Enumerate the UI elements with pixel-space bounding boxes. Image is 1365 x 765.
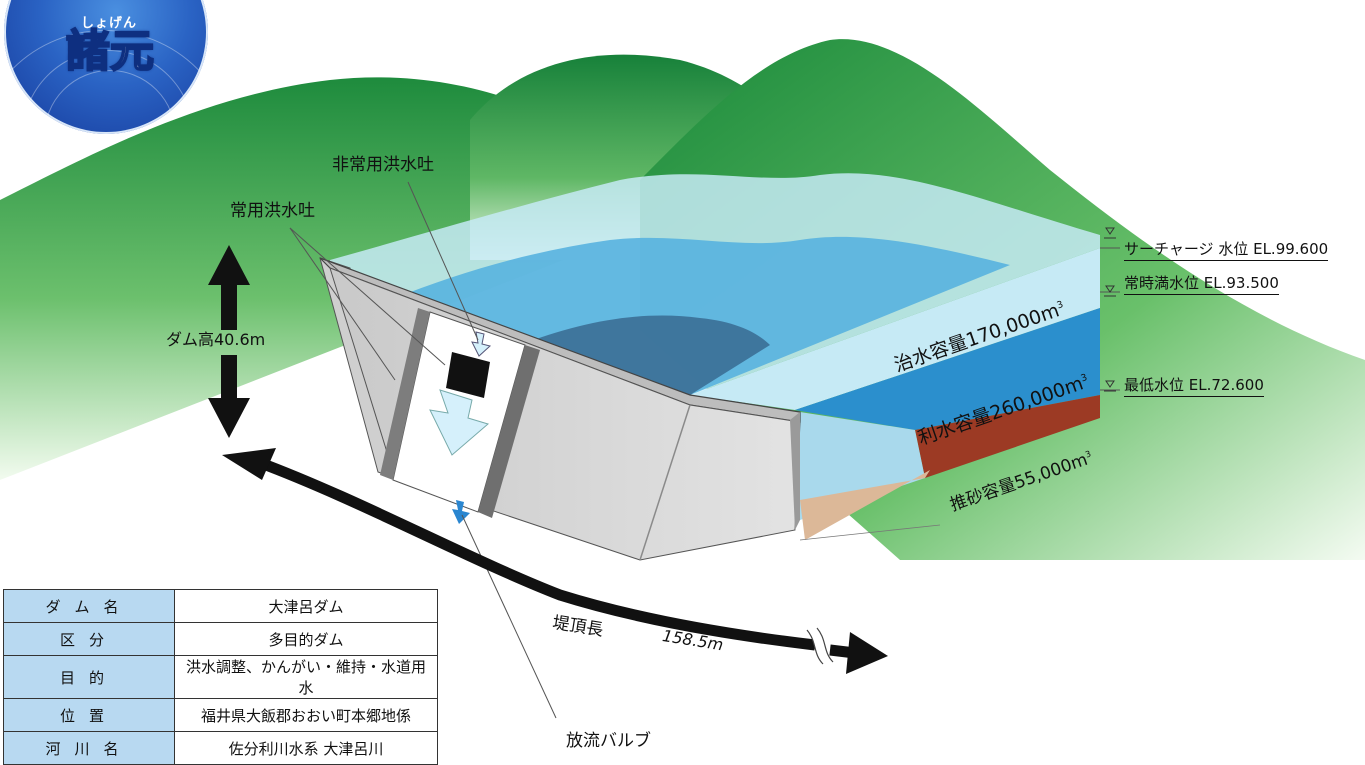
spec-value: 大津呂ダム (174, 589, 438, 623)
discharge-valve-arrow (452, 500, 470, 524)
water-level-symbols (1104, 227, 1116, 392)
spec-value: 佐分利川水系 大津呂川 (174, 731, 438, 765)
spec-key: 目的 (3, 655, 175, 699)
dam-right-edge (790, 412, 800, 530)
badge-ruby: しょげん (80, 16, 137, 31)
crest-length-arrow-left (222, 448, 276, 480)
crest-length-break-lines (806, 627, 834, 665)
spec-value: 福井県大飯郡おおい町本郷地係 (174, 698, 438, 732)
table-row: ダム名 大津呂ダム (3, 589, 438, 623)
reservoir-wave-deep (520, 315, 770, 395)
spec-key: 位置 (3, 698, 175, 732)
label-discharge-valve: 放流バルブ (566, 731, 651, 751)
dam-downstream-soil (800, 470, 930, 540)
leader-discharge-valve (461, 514, 557, 719)
spec-table: ダム名 大津呂ダム 区分 多目的ダム 目的 洪水調整、かんがい・維持・水道用水 … (3, 589, 438, 765)
badge-title: 諸元 (65, 25, 155, 78)
table-row: 区分 多目的ダム (3, 622, 438, 656)
table-row: 位置 福井県大飯郡おおい町本郷地係 (3, 698, 438, 732)
spec-key: 区分 (3, 622, 175, 656)
crest-length-line (256, 456, 816, 651)
leader-normal-spillway-1 (289, 227, 446, 366)
emergency-spillway-arrow (471, 331, 492, 357)
flood-control-zone (690, 248, 1100, 410)
spillway-wall-right (478, 345, 540, 518)
spillway-gate (446, 352, 490, 398)
dam-front-fold (639, 404, 691, 561)
crest-length-break (807, 624, 832, 666)
spec-value: 多目的ダム (174, 622, 438, 656)
water-use-zone (795, 308, 1100, 430)
dam-downstream-water (800, 412, 925, 520)
label-normal-spillway: 常用洪水吐 (230, 201, 315, 221)
leader-normal-spillway-2 (289, 227, 396, 381)
table-row: 目的 洪水調整、かんがい・維持・水道用水 (3, 655, 438, 699)
spec-key: 河川名 (3, 731, 175, 765)
crest-length-arrow-right (846, 632, 888, 674)
leader-emergency-spillway (407, 181, 479, 341)
water-level-surcharge: サーチャージ 水位 EL.99.600 (1124, 238, 1329, 261)
leader-sediment (799, 524, 941, 541)
dam-height-arrow (208, 245, 250, 438)
spillway-flow-arrow (429, 389, 490, 456)
sediment-zone (915, 395, 1100, 478)
title-badge: しょげん 諸元 (4, 0, 208, 134)
spec-key: ダム名 (3, 589, 175, 623)
spillway-wall-left (380, 308, 430, 480)
spec-value: 洪水調整、かんがい・維持・水道用水 (174, 655, 438, 699)
label-emergency-spillway: 非常用洪水吐 (332, 155, 434, 175)
label-dam-height: ダム高40.6m (166, 330, 266, 349)
table-row: 河川名 佐分利川水系 大津呂川 (3, 731, 438, 765)
water-level-minimum: 最低水位 EL.72.600 (1124, 374, 1264, 397)
water-level-normal-full: 常時満水位 EL.93.500 (1124, 272, 1279, 295)
